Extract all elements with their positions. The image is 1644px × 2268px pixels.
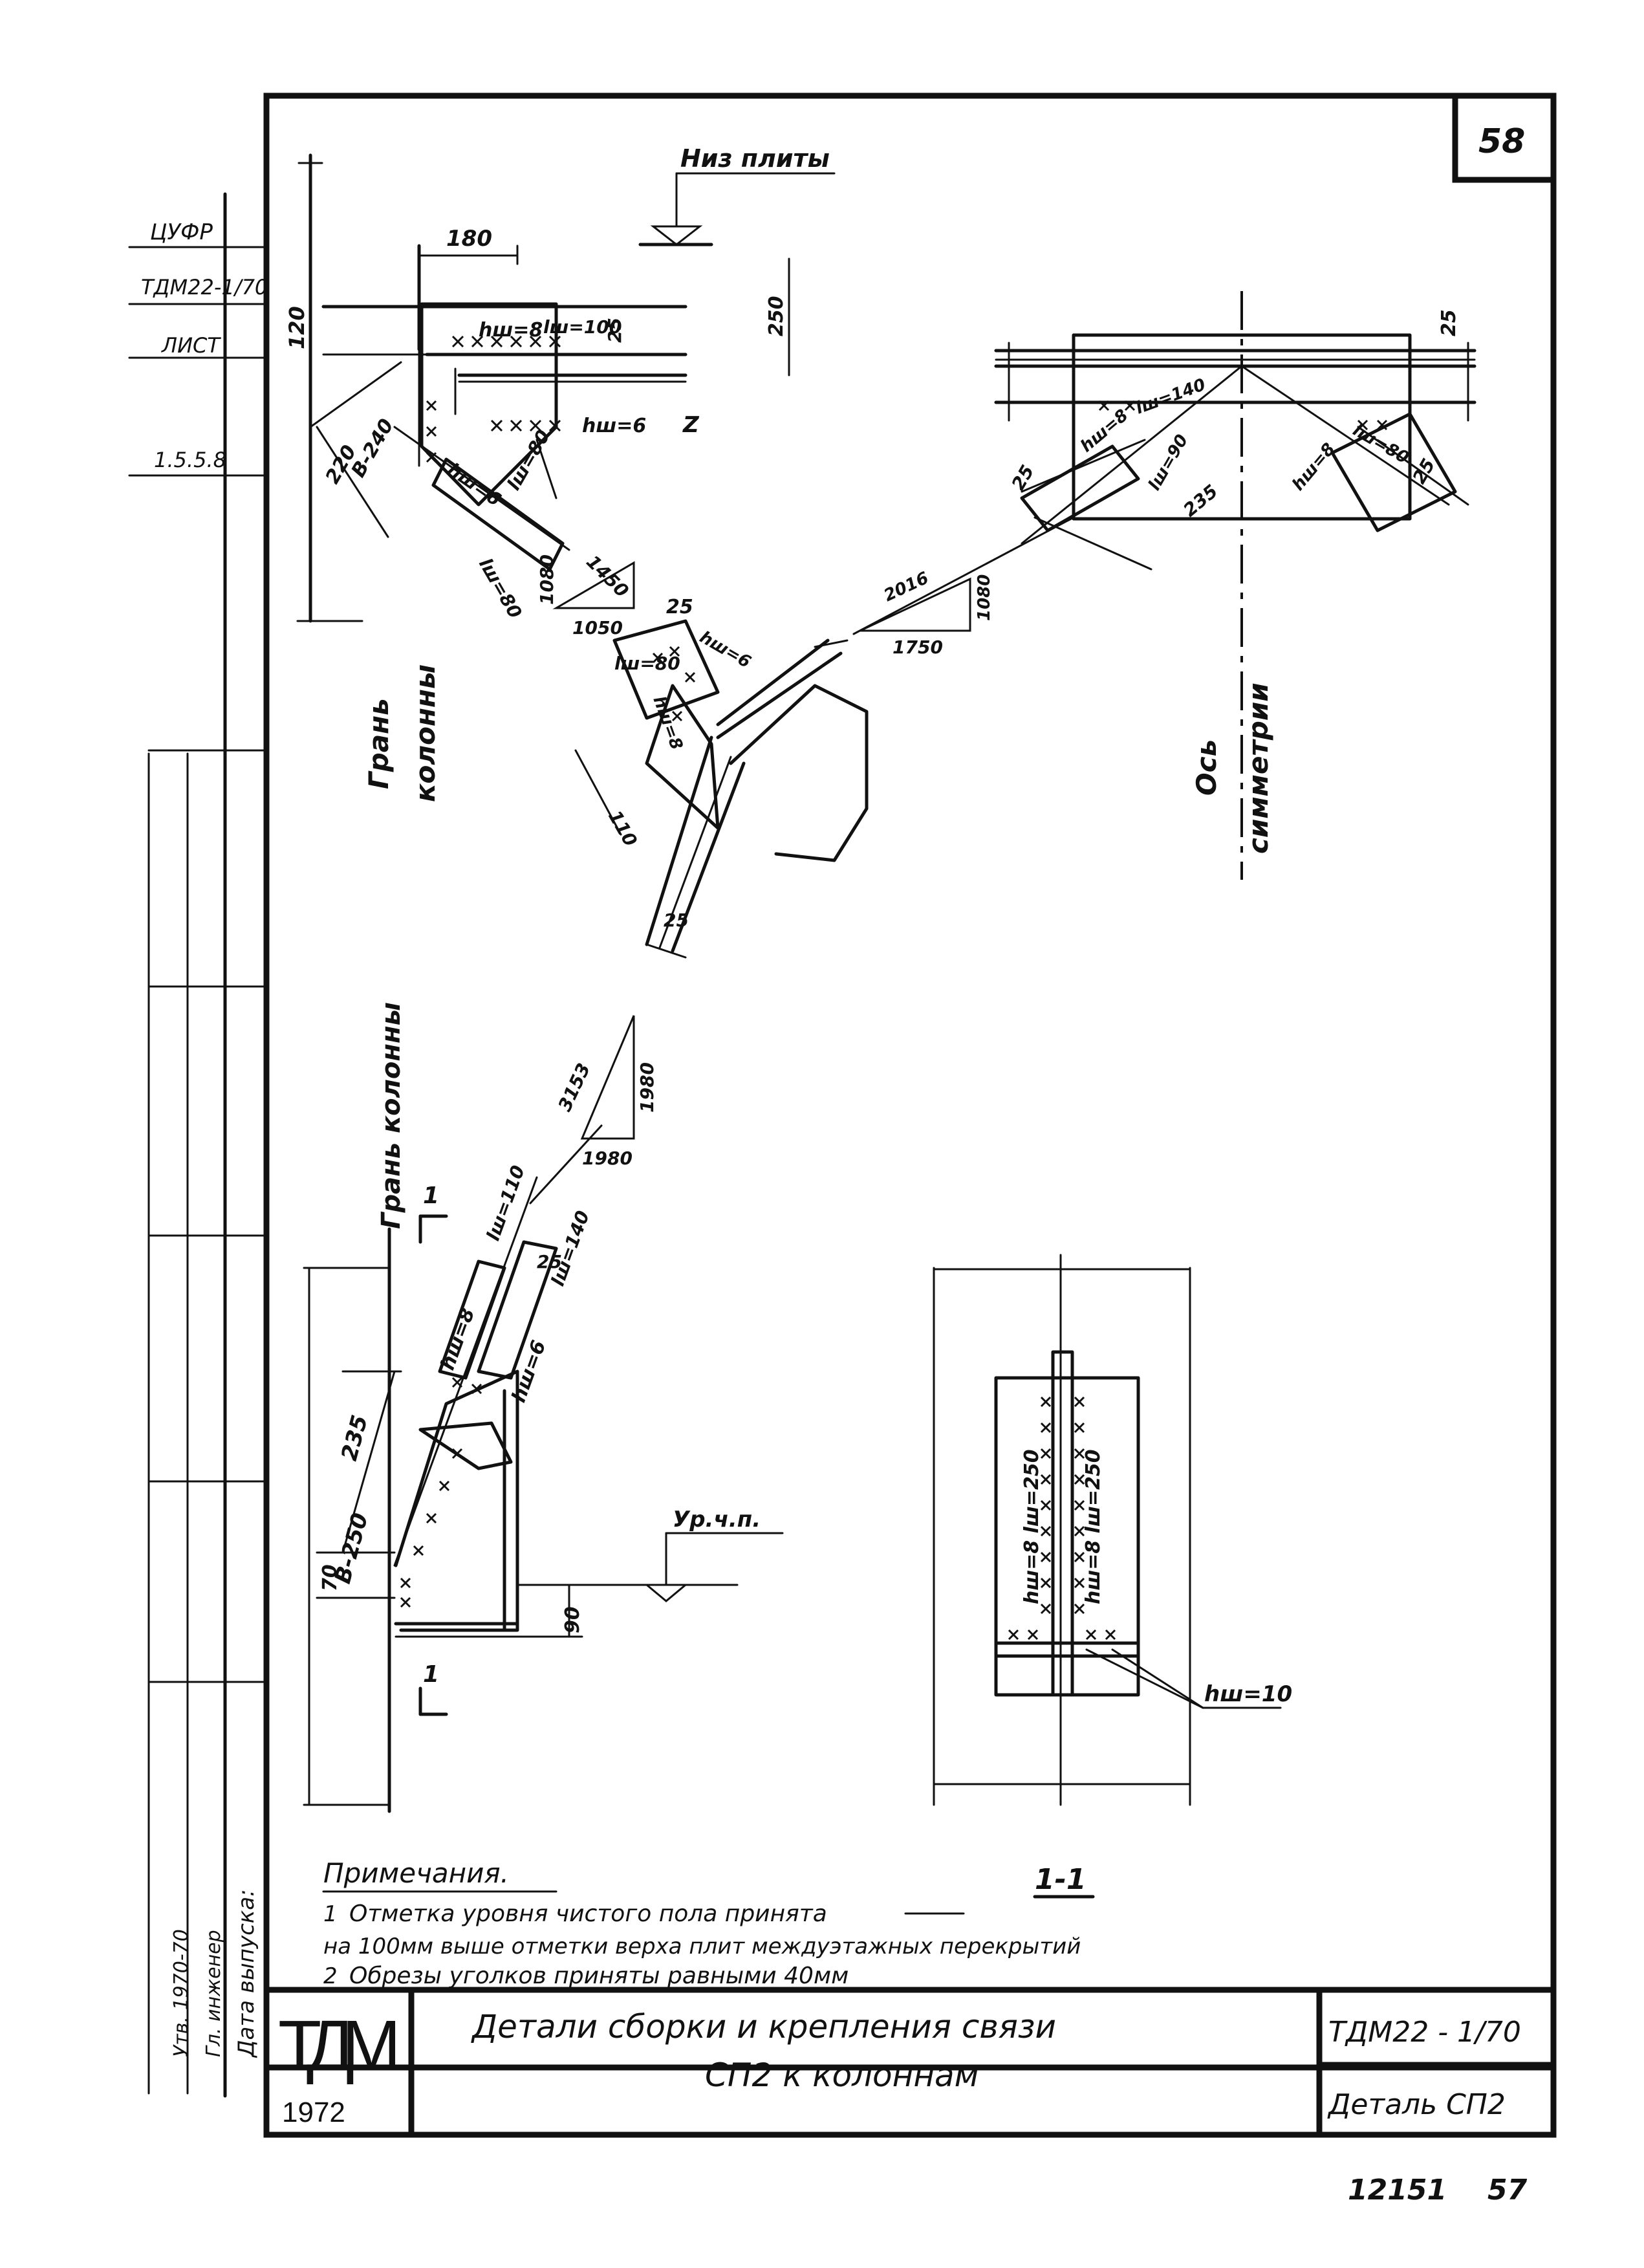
dim-235-right: 235 xyxy=(1179,481,1222,521)
note-2-number: 2 xyxy=(323,1963,338,1989)
margin-vertical-1: Дата выпуска: xyxy=(233,1889,259,2058)
view-top-middle: 25 hш=6 lш=80 hш=8 110 25 xyxy=(574,596,869,959)
page-number: 57 xyxy=(1487,2174,1528,2207)
margin-stamp-1: ЦУФР xyxy=(150,219,213,245)
dim-25c-right: 25 xyxy=(1007,461,1038,494)
notes: Примечания. 1 Отметка уровня чистого пол… xyxy=(322,1857,1081,1989)
title-block: ТДМ 1972 Детали сборки и крепления связи… xyxy=(263,1987,1557,2138)
slope-hyp-1450: 1450 xyxy=(582,551,633,602)
dim-25: 25 xyxy=(604,318,625,343)
slope-hyp-3153: 3153 xyxy=(554,1060,594,1115)
weld-crosses-3 xyxy=(1098,400,1388,431)
dim-250: 250 xyxy=(765,296,788,336)
dim-120: 120 xyxy=(285,306,309,349)
weld-l80-mid: lш=80 xyxy=(614,653,680,674)
slope-v-1080: 1080 xyxy=(536,554,557,605)
dim-25-right: 25 xyxy=(1438,309,1460,336)
sheet-frame xyxy=(263,93,1557,2071)
slope-h-1050: 1050 xyxy=(572,617,623,638)
sheet-number: 58 xyxy=(1478,122,1525,161)
slope-h-1980: 1980 xyxy=(582,1148,633,1169)
weld-l110: lш=110 xyxy=(482,1162,529,1243)
weld-crosses-5 xyxy=(1008,1396,1116,1641)
weld-crosses-2 xyxy=(652,646,696,722)
weld-crosses-1 xyxy=(426,335,561,463)
axis-label-symmetry-2: симметрии xyxy=(1242,682,1274,854)
view-bottom-left: Грань колонны 1 1 lш=110 hш=8 25 lш=140 … xyxy=(303,1002,784,1813)
title-line-2: СП2 к колоннам xyxy=(705,2056,979,2094)
weld-section-b: hш=8 lш=250 xyxy=(1082,1449,1105,1604)
weld-l80-b: lш=80 xyxy=(475,554,526,622)
weld-h6: hш=6 xyxy=(582,415,646,437)
sheet-number-box xyxy=(1452,93,1557,183)
note-2-text: Обрезы уголков приняты равными 40мм xyxy=(349,1963,849,1989)
doc-code: ТДМ22 - 1/70 xyxy=(1328,2016,1521,2049)
margin-vertical-3: Утв. 1970-70 xyxy=(170,1929,193,2057)
archive-number: 12151 xyxy=(1348,2174,1447,2207)
dim-180: 180 xyxy=(446,226,492,252)
note-1-number: 1 xyxy=(323,1901,338,1927)
title-line-1: Детали сборки и крепления связи xyxy=(471,2008,1056,2045)
view-section-1-1: hш=8 lш=250 hш=8 lш=250 hш=10 1-1 xyxy=(933,1254,1292,1899)
weld-h8b-right: hш=8 xyxy=(1288,439,1339,494)
dim-25-mid: 25 xyxy=(666,596,693,618)
axis-label-column-face-bottom: Грань колонны xyxy=(376,1002,406,1229)
dim-90: 90 xyxy=(561,1606,584,1633)
axis-label-symmetry-1: Ось xyxy=(1191,739,1222,796)
margin-stamp-3: ЛИСТ xyxy=(161,333,221,358)
weld-section-c: hш=10 xyxy=(1204,1681,1292,1707)
weld-h8-bottom: hш=8 xyxy=(437,1305,480,1373)
slope-h-1750: 1750 xyxy=(892,637,943,658)
title-logo: ТДМ xyxy=(278,2006,401,2086)
section-title: 1-1 xyxy=(1035,1863,1087,1896)
weld-h6-b: hш=6 xyxy=(444,459,505,510)
note-1-line-2: на 100мм выше отметки верха плит междуэт… xyxy=(323,1934,1081,1959)
note-1-line-1: Отметка уровня чистого пола принята xyxy=(349,1901,827,1927)
slope-v-1080-right: 1080 xyxy=(975,574,994,621)
weld-section-a: hш=8 lш=250 xyxy=(1021,1449,1043,1604)
level-bottom-of-slab: Низ плиты xyxy=(680,144,830,173)
weld-l140-right: lш=140 xyxy=(1133,375,1208,419)
weld-mark-z: Z xyxy=(682,412,700,438)
left-margin-stamps: ЦУФР ТДМ22-1/70 ЛИСТ 1.5.5.8 xyxy=(128,219,268,477)
section-mark-top: 1 xyxy=(423,1183,439,1209)
view-top-left: 180 120 Низ плиты 250 hш=8 lш=100 25 hш=… xyxy=(285,144,836,802)
dim-235-bottom: 235 xyxy=(336,1412,373,1463)
weld-l90-right: lш=90 xyxy=(1145,431,1192,494)
section-mark-bottom: 1 xyxy=(423,1661,439,1688)
level-finished-floor: Ур.ч.п. xyxy=(673,1507,761,1532)
dim-25b-right: 25 xyxy=(1408,455,1439,487)
notes-heading: Примечания. xyxy=(323,1857,509,1889)
margin-stamp-4: 1.5.5.8 xyxy=(154,448,226,472)
title-year: 1972 xyxy=(282,2097,345,2128)
detail-name: Деталь СП2 xyxy=(1327,2088,1506,2121)
weld-l100: lш=100 xyxy=(543,316,622,338)
dim-b240: В-240 xyxy=(347,415,398,481)
dim-70: 70 xyxy=(319,1564,341,1591)
margin-vertical-2: Гл. инженер xyxy=(202,1930,225,2057)
weld-l80: lш=80 xyxy=(503,426,554,494)
slope-v-1980: 1980 xyxy=(636,1062,658,1113)
weld-crosses-4 xyxy=(400,1377,482,1608)
dim-25b-mid: 25 xyxy=(664,910,689,931)
axis-label-column-face-1: Грань xyxy=(363,698,395,789)
margin-stamp-2: ТДМ22-1/70 xyxy=(141,275,268,300)
dim-25-bottom: 25 xyxy=(537,1251,562,1272)
view-top-right: 25 lш=140 hш=8 lш=90 235 hш=8 lш=80 25 2… xyxy=(852,291,1476,880)
axis-label-column-face-2: колонны xyxy=(409,664,441,802)
